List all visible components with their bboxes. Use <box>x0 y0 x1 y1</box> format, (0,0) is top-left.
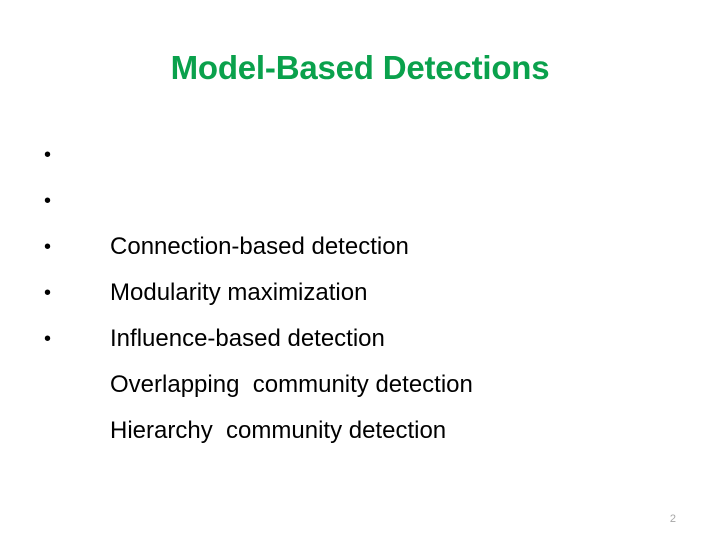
list-item-label: Influence-based detection <box>110 325 385 352</box>
bullet-point-icon: • <box>44 144 52 166</box>
bullet-point-icon: • <box>44 282 52 304</box>
list-item[interactable]: • Influence-based detection <box>36 224 676 352</box>
bullet-point-icon: • <box>44 236 52 258</box>
bullet-point-icon: • <box>44 328 52 350</box>
list-item[interactable]: • Modularity maximization <box>36 178 676 306</box>
list-item-label: Modularity maximization <box>110 279 368 306</box>
list-item[interactable]: • Hierarchy community detection <box>36 316 676 444</box>
list-item-label: Overlapping community detection <box>110 371 473 398</box>
list-item[interactable]: • Overlapping community detection <box>36 270 676 398</box>
page-number: 2 <box>669 513 676 525</box>
list-item-label: Hierarchy community detection <box>110 417 447 444</box>
bullet-list: • Connection-based detection • Modularit… <box>36 132 676 444</box>
list-item[interactable]: • Connection-based detection <box>36 132 676 260</box>
bullet-point-icon: • <box>44 190 52 212</box>
page-title: Model-Based Detections <box>170 49 550 86</box>
list-item-label: Connection-based detection <box>110 233 409 260</box>
